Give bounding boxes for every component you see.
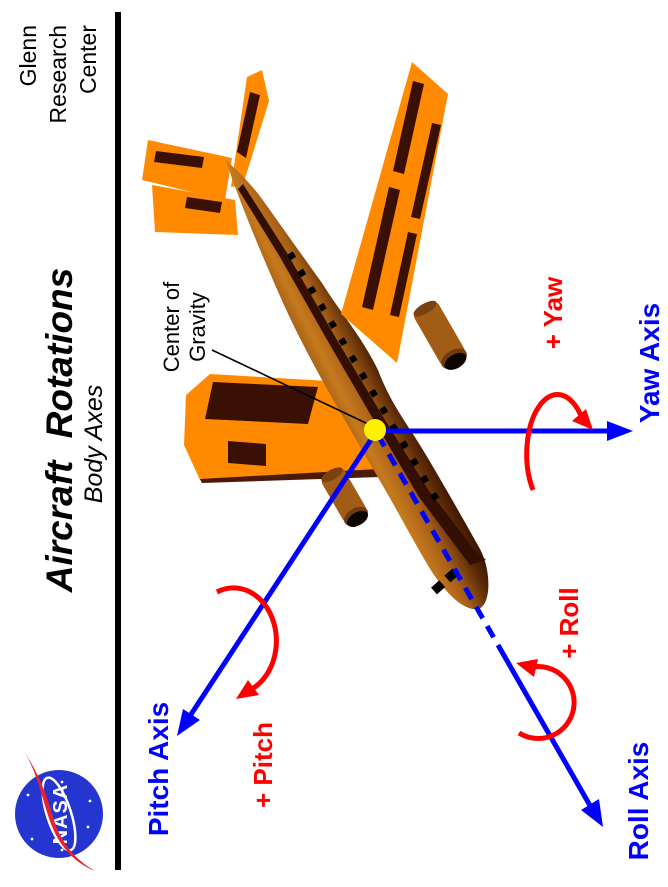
pitch-rotation-label: + Pitch [248, 722, 278, 808]
yaw-rotation-label: + Yaw [538, 276, 568, 349]
yaw-axis-arrowhead [607, 421, 633, 441]
page-subtitle: Body Axes [80, 385, 108, 504]
cockpit-windows [431, 563, 464, 595]
roll-rotation-label: + Roll [554, 587, 584, 659]
roll-axis-arrowhead [581, 799, 603, 827]
nasa-logo-stars [26, 780, 92, 852]
roll-rotation-arc [517, 664, 577, 741]
pitch-axis-arrowhead [177, 709, 200, 736]
page-title: Aircraft Rotations [39, 268, 80, 593]
header-separator [115, 12, 121, 870]
cg-dot [364, 419, 386, 441]
far-wing-stripe-2 [228, 441, 266, 466]
stabilizer-far-stripe [154, 151, 204, 168]
near-wing-stripe-1a [362, 187, 400, 310]
engine-near [413, 300, 467, 370]
pitch-axis-label: Pitch Axis [143, 702, 174, 836]
pitch-rotation-arc [215, 585, 279, 693]
org-name-line1: Glenn [15, 25, 41, 86]
roll-axis-line [495, 643, 595, 811]
roll-axis-label: Roll Axis [623, 742, 654, 861]
yaw-axis-label: Yaw Axis [634, 303, 665, 423]
horizontal-stabilizer-near [152, 185, 238, 235]
org-name-line2: Research [45, 25, 71, 123]
nasa-logo-swoosh [22, 748, 95, 871]
cg-label-line1: Center of [159, 281, 184, 372]
near-wing-stripe-2b [411, 123, 441, 219]
nasa-logo-circle [15, 770, 103, 858]
nasa-logo-text: NASA [50, 784, 72, 845]
near-wing-stripe-1b [393, 81, 424, 174]
fuselage-shadow-band [238, 184, 486, 565]
aircraft [142, 62, 489, 610]
pitch-rotation-arrowhead [236, 680, 259, 699]
pitch-axis-line [185, 430, 379, 721]
nasa-meatball-logo: NASA [15, 748, 103, 871]
stabilizer-near-stripe [185, 197, 222, 213]
yaw-rotation-arc [524, 392, 585, 491]
org-name-line3: Center [75, 25, 101, 94]
nasa-logo-orbit [41, 776, 77, 852]
tail-fin-stripe [237, 92, 260, 158]
cg-leader-line [211, 349, 369, 425]
far-wing-stripe-1 [205, 382, 318, 424]
near-wing-stripe-2a [390, 232, 417, 317]
roll-axis-dashed-line [375, 433, 501, 647]
cg-label-line2: Gravity [185, 292, 210, 362]
roll-rotation-arrowhead [516, 659, 538, 677]
yaw-rotation-arrowhead [572, 409, 593, 430]
body-axes [177, 421, 633, 827]
rotation-arrows [215, 392, 593, 741]
cabin-windows [287, 251, 440, 502]
engine-far [321, 467, 368, 527]
